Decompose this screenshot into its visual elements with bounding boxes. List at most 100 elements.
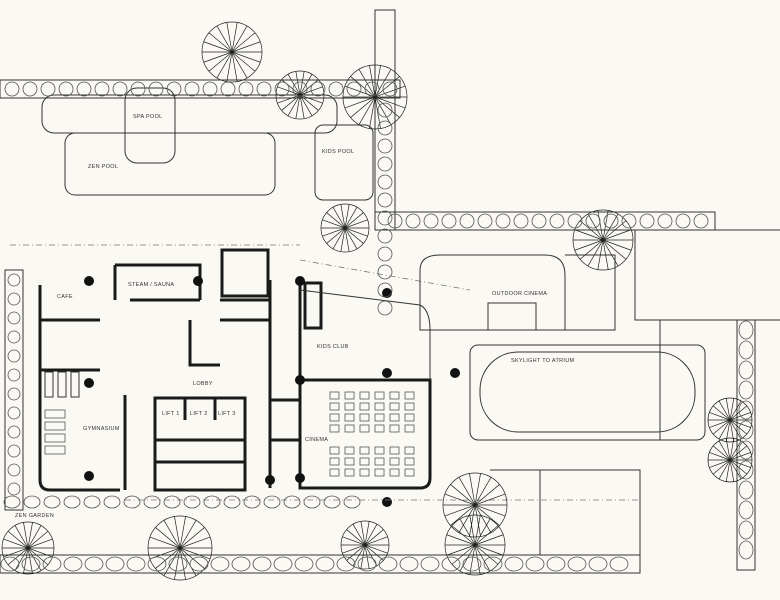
tree-branch bbox=[369, 96, 376, 129]
cinema-seat bbox=[344, 457, 355, 466]
tree-branch bbox=[579, 220, 604, 241]
tree-icon bbox=[572, 209, 634, 271]
shrub-icon bbox=[495, 213, 511, 229]
tree-branch bbox=[344, 96, 376, 109]
shrub-icon bbox=[588, 556, 608, 572]
tree-branch bbox=[281, 94, 301, 111]
cinema-seat bbox=[389, 446, 400, 455]
tree-branch bbox=[231, 22, 238, 53]
cinema-seat bbox=[404, 402, 415, 411]
cinema-seat bbox=[344, 468, 355, 477]
shrub-icon bbox=[220, 81, 236, 97]
cinema-seat bbox=[359, 468, 370, 477]
shrub-icon bbox=[738, 520, 754, 540]
cinema-seat bbox=[359, 402, 370, 411]
tree-branch bbox=[326, 212, 346, 229]
cinema-seat bbox=[389, 391, 400, 400]
tree-branch bbox=[299, 79, 319, 96]
trees bbox=[1, 21, 753, 581]
tree-icon bbox=[707, 397, 753, 443]
tree-branch bbox=[579, 239, 604, 260]
shrub-icon bbox=[738, 420, 754, 440]
cinema-seat bbox=[389, 402, 400, 411]
shrub-icon bbox=[292, 81, 308, 97]
tree-branch bbox=[163, 520, 181, 549]
tree-branch bbox=[574, 229, 604, 241]
tree-branch bbox=[287, 74, 301, 96]
tree-branch bbox=[299, 94, 313, 116]
tree-branch bbox=[474, 477, 492, 506]
tree-branch bbox=[374, 85, 406, 98]
cinema-seat bbox=[359, 413, 370, 422]
tree-branch bbox=[474, 515, 481, 546]
tree-branch bbox=[458, 504, 476, 533]
shrub-icon bbox=[63, 556, 83, 572]
tree-branch bbox=[725, 438, 731, 461]
tree-branch bbox=[729, 400, 742, 421]
shrub-icon bbox=[294, 556, 314, 572]
cinema-seat bbox=[344, 446, 355, 455]
shrub-icon bbox=[231, 556, 251, 572]
shrub-icon bbox=[343, 495, 361, 509]
tree-branch bbox=[450, 504, 476, 526]
shrub-icon bbox=[405, 213, 421, 229]
shrub-icon bbox=[166, 81, 182, 97]
tree-branch bbox=[374, 96, 406, 109]
tree-branch bbox=[27, 547, 33, 574]
tree-branch bbox=[14, 547, 29, 571]
tree-branch bbox=[602, 239, 627, 260]
tree-branch bbox=[369, 65, 376, 98]
tree-branch bbox=[474, 504, 481, 537]
tree-branch bbox=[602, 239, 619, 267]
tree-branch bbox=[7, 547, 29, 565]
cinema-seat bbox=[329, 468, 340, 477]
tree-branch bbox=[23, 547, 29, 574]
tree-branch bbox=[374, 76, 400, 98]
shrub-icon bbox=[513, 213, 529, 229]
cinema-seat bbox=[389, 468, 400, 477]
tree-branch bbox=[364, 524, 378, 546]
tree-branch bbox=[360, 544, 366, 569]
tree-icon bbox=[201, 21, 263, 83]
tree-branch bbox=[444, 504, 476, 517]
tree-branch bbox=[226, 22, 233, 53]
tree-branch bbox=[231, 51, 261, 63]
tree-branch bbox=[451, 544, 476, 565]
shrub-icon bbox=[43, 495, 61, 509]
shrub-icon bbox=[184, 81, 200, 97]
shrub-icon bbox=[377, 300, 393, 316]
cinema-seat bbox=[344, 424, 355, 433]
tree-branch bbox=[446, 544, 476, 556]
tree-branch bbox=[208, 32, 233, 53]
shrub-icon bbox=[3, 495, 21, 509]
shrub-icon bbox=[7, 482, 21, 496]
tree-branch bbox=[474, 504, 492, 533]
shrub-icon bbox=[567, 556, 587, 572]
shrub-icon bbox=[399, 556, 419, 572]
tree-branch bbox=[574, 239, 604, 251]
tree-branch bbox=[344, 227, 368, 237]
tree-branch bbox=[155, 547, 181, 569]
pools bbox=[41, 87, 706, 441]
shrub-icon bbox=[112, 81, 128, 97]
tree-branch bbox=[469, 473, 476, 506]
shrub-icon bbox=[377, 174, 393, 190]
shrub-icon bbox=[693, 213, 709, 229]
cinema-seat bbox=[329, 424, 340, 433]
shrub-icon bbox=[274, 81, 290, 97]
cinema-seat bbox=[344, 391, 355, 400]
tree-branch bbox=[587, 213, 604, 241]
tree-branch bbox=[725, 459, 731, 482]
shrub-icon bbox=[357, 556, 377, 572]
shrub-icon bbox=[377, 264, 393, 280]
shrub-icon bbox=[63, 495, 81, 509]
structural-columns bbox=[84, 276, 460, 507]
shrub-icon bbox=[7, 292, 21, 306]
tree-branch bbox=[729, 452, 751, 461]
shrub-icon bbox=[7, 406, 21, 420]
tree-branch bbox=[712, 445, 731, 461]
tree-branch bbox=[364, 536, 388, 546]
shrub-icon bbox=[657, 213, 673, 229]
shrub-icon bbox=[525, 556, 545, 572]
tree-branch bbox=[474, 525, 499, 546]
